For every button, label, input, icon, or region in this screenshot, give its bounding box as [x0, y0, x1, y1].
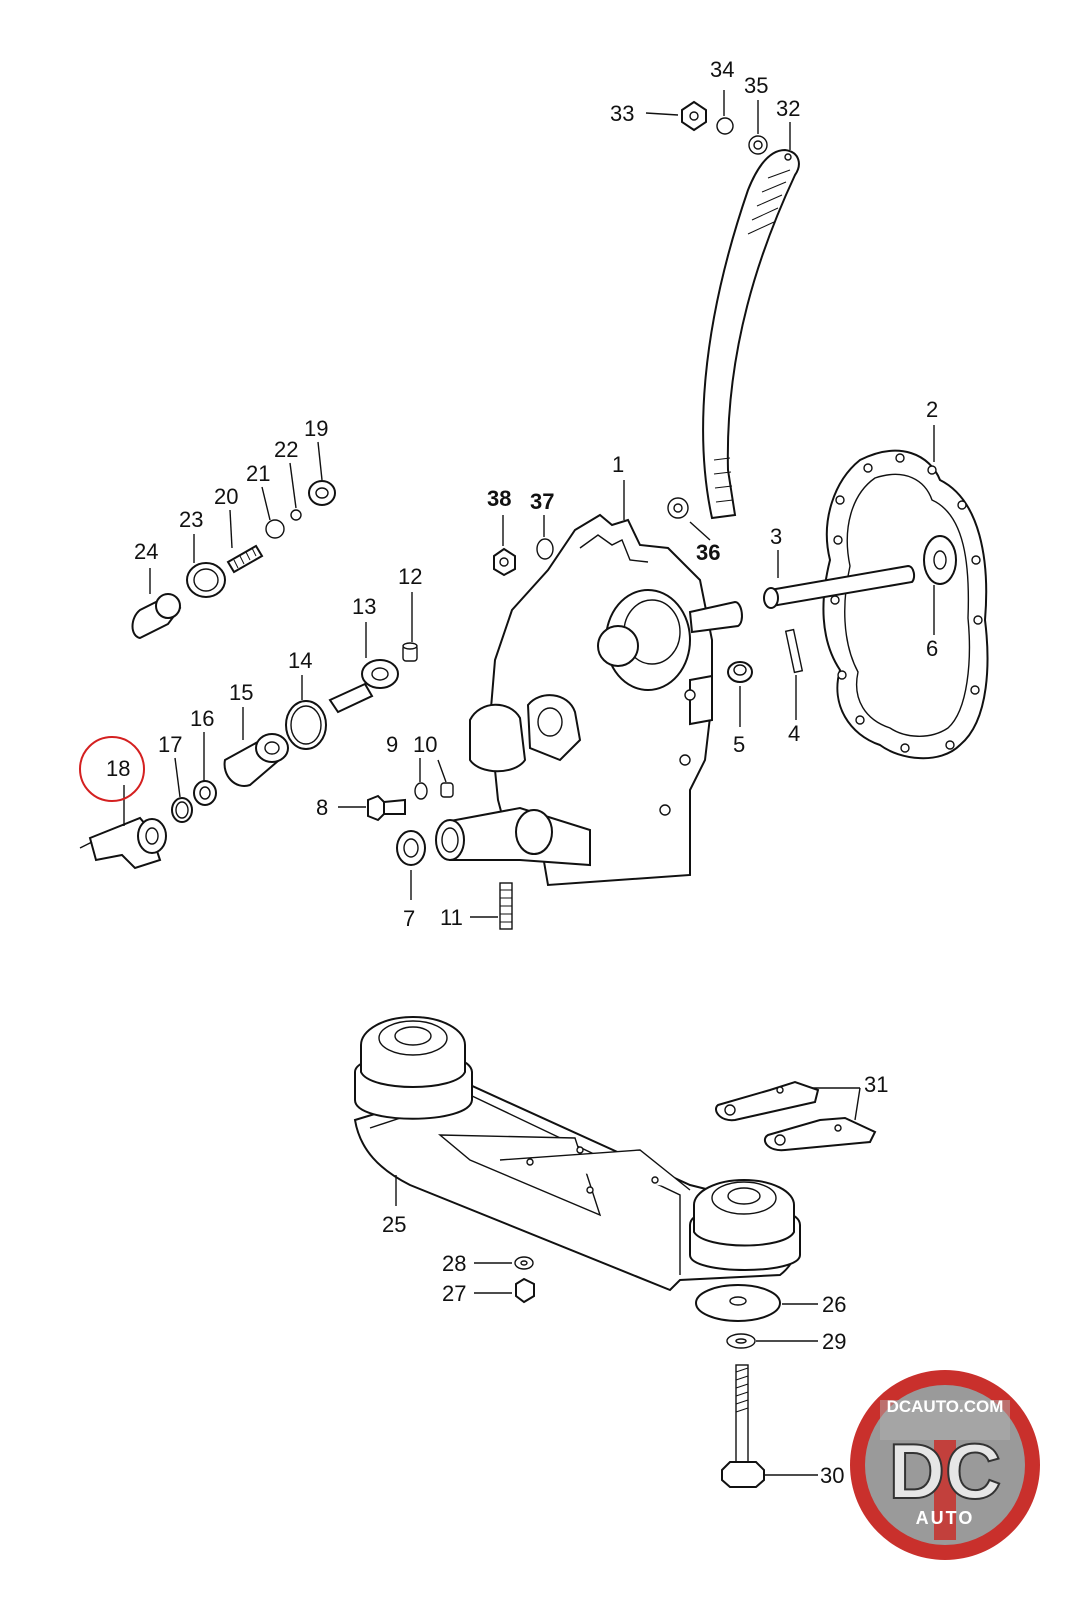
spring-20 — [226, 544, 264, 574]
callout-18: 18 — [106, 756, 130, 781]
callout-38: 38 — [487, 486, 511, 511]
callout-35: 35 — [744, 73, 768, 98]
shaft-3 — [727, 564, 916, 683]
callout-19: 19 — [304, 416, 328, 441]
key-4 — [784, 628, 804, 674]
callout-27: 27 — [442, 1281, 466, 1306]
callout-21: 21 — [246, 461, 270, 486]
callout-5: 5 — [733, 732, 745, 757]
callout-20: 20 — [214, 484, 238, 509]
callout-29: 29 — [822, 1329, 846, 1354]
callout-1: 1 — [612, 452, 624, 477]
callout-3: 3 — [770, 524, 782, 549]
callout-25: 25 — [382, 1212, 406, 1237]
callout-31: 31 — [864, 1072, 888, 1097]
mount-hardware — [514, 1256, 781, 1488]
callout-13: 13 — [352, 594, 376, 619]
ball-21 — [265, 519, 285, 539]
callout-32: 32 — [776, 96, 800, 121]
callout-6: 6 — [926, 636, 938, 661]
brackets-31 — [715, 1080, 877, 1152]
gearbox-housing-1 — [435, 513, 743, 887]
washer-9 — [414, 782, 428, 800]
lock-washer-34 — [716, 117, 734, 135]
bolt-30-head — [721, 1461, 765, 1488]
callout-37: 37 — [530, 489, 554, 514]
callout-15: 15 — [229, 680, 253, 705]
callout-30: 30 — [820, 1463, 844, 1488]
logo-top-text: DCAUTO.COM — [887, 1397, 1004, 1416]
callout-33: 33 — [610, 101, 634, 126]
logo-main-text: DC — [889, 1427, 1002, 1515]
crossmember-25 — [353, 1016, 801, 1292]
callout-28: 28 — [442, 1251, 466, 1276]
callout-10: 10 — [413, 732, 437, 757]
nut-washer-37-38 — [493, 538, 554, 577]
callout-14: 14 — [288, 648, 312, 673]
callout-12: 12 — [398, 564, 422, 589]
callout-34: 34 — [710, 57, 734, 82]
callout-22: 22 — [274, 437, 298, 462]
callout-4: 4 — [788, 721, 800, 746]
small-parts-7-12 — [285, 642, 513, 930]
leader-lines — [123, 90, 935, 1476]
callout-11: 11 — [440, 905, 463, 930]
callout-36: 36 — [696, 540, 720, 565]
plug-10 — [440, 782, 454, 798]
highlight-circle — [79, 736, 145, 802]
bolt-8-head — [367, 794, 385, 822]
callout-labels: 1 2 3 4 5 6 7 8 9 10 11 12 13 14 15 16 1… — [106, 57, 938, 1488]
callout-2: 2 — [926, 397, 938, 422]
gasket-assembly — [822, 449, 989, 760]
callout-24: 24 — [134, 539, 158, 564]
ball-22 — [290, 509, 302, 521]
dcauto-logo: DCAUTO.COM DC AUTO — [850, 1370, 1040, 1560]
strap-assembly — [667, 100, 800, 520]
logo-sub-text: AUTO — [916, 1508, 975, 1528]
callout-9: 9 — [386, 732, 398, 757]
callout-23: 23 — [179, 507, 203, 532]
callout-8: 8 — [316, 795, 328, 820]
callout-26: 26 — [822, 1292, 846, 1317]
speedo-drive-parts — [79, 480, 336, 870]
callout-17: 17 — [158, 732, 182, 757]
callout-7: 7 — [403, 906, 415, 931]
gear-13-shaft — [328, 682, 374, 714]
washer-37 — [536, 538, 554, 560]
nut-27 — [515, 1277, 535, 1304]
callout-16: 16 — [190, 706, 214, 731]
